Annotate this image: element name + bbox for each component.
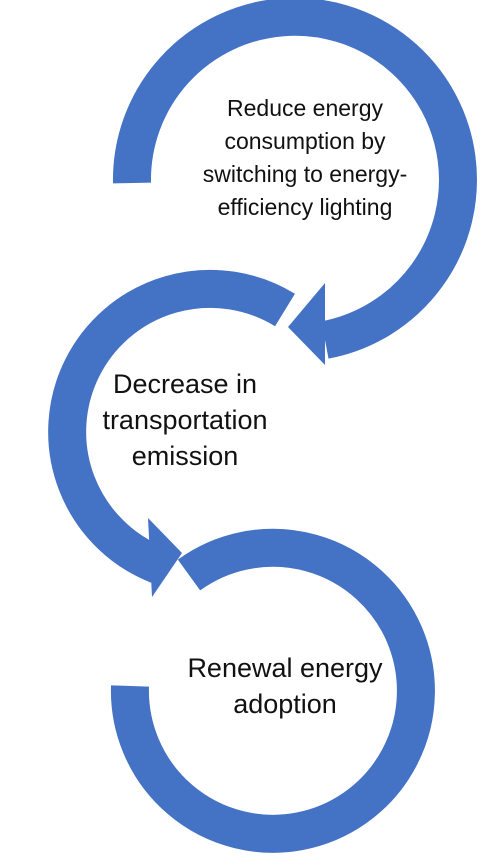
ring-1-arc: [112, 0, 477, 359]
ring-2-arc: [48, 269, 295, 583]
step-2-label: Decrease in transportation emission: [102, 369, 268, 471]
ring-1-arrowhead: [288, 283, 325, 365]
ring-3-arc: [110, 528, 435, 853]
ring-2-arrowhead: [148, 518, 182, 597]
step-1-label: Reduce energy consumption by switching t…: [202, 95, 408, 220]
step-3-label: Renewal energy adoption: [187, 653, 383, 719]
